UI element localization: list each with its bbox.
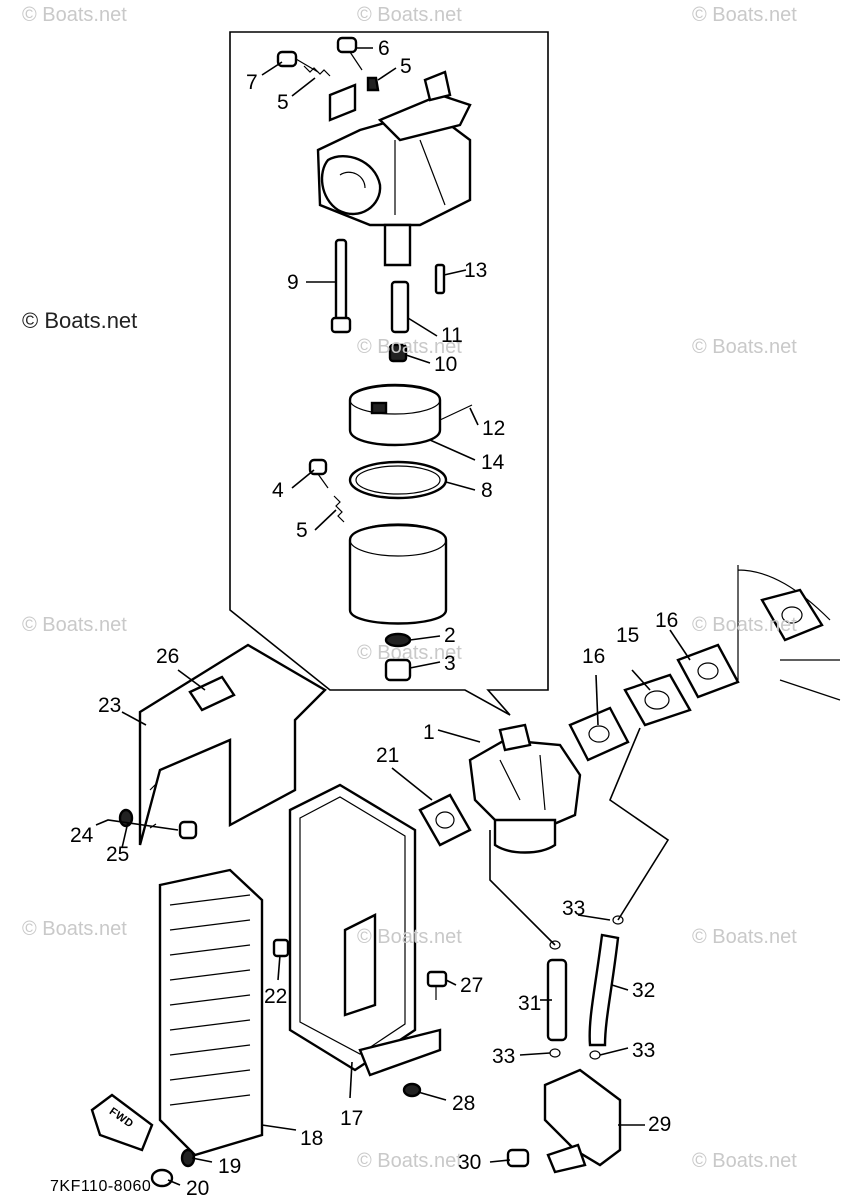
screw-7 xyxy=(276,50,319,73)
float-bowl xyxy=(348,523,448,625)
callout-25: 25 xyxy=(106,843,130,866)
main-nozzle-11 xyxy=(390,280,410,334)
gasket-21 xyxy=(418,793,472,847)
nut-28 xyxy=(402,1082,422,1098)
watermark: © Boats.net xyxy=(22,614,127,636)
watermark: © Boats.net xyxy=(692,1150,797,1172)
callout-7: 7 xyxy=(246,71,258,94)
watermark: © Boats.net xyxy=(692,4,797,26)
fwd-arrow-icon xyxy=(90,1093,154,1152)
carburetor-assembly-1 xyxy=(468,723,582,854)
callout-33-b: 33 xyxy=(492,1045,516,1068)
float-pin-12 xyxy=(439,404,473,421)
callout-26: 26 xyxy=(156,645,180,668)
callout-1: 1 xyxy=(423,721,435,744)
callout-16-a: 16 xyxy=(582,645,606,668)
watermark: © Boats.net xyxy=(692,926,797,948)
callout-27: 27 xyxy=(460,974,484,997)
screw-4 xyxy=(308,458,329,489)
watermark: © Boats.net xyxy=(22,4,127,26)
callout-30: 30 xyxy=(458,1151,482,1174)
gasket-16-a xyxy=(568,706,630,762)
gasket-8 xyxy=(348,460,448,500)
callout-28: 28 xyxy=(452,1092,476,1115)
pilot-jet-9 xyxy=(330,238,352,334)
callout-10: 10 xyxy=(434,353,458,376)
watermark: © Boats.net xyxy=(692,336,797,358)
detail-callout-frame xyxy=(229,31,549,716)
leader-lines xyxy=(95,47,691,1186)
callout-20: 20 xyxy=(186,1177,210,1200)
drain-screw-3 xyxy=(384,658,412,682)
watermark: © Boats.net xyxy=(357,642,462,664)
gasket-16-b xyxy=(676,643,740,699)
watermark-dark: © Boats.net xyxy=(22,308,138,333)
callout-23: 23 xyxy=(98,694,122,717)
callout-13: 13 xyxy=(464,259,488,282)
watermark: © Boats.net xyxy=(357,1150,462,1172)
callout-5-bottom: 5 xyxy=(296,519,308,542)
callout-33-c: 33 xyxy=(632,1039,656,1062)
watermark: © Boats.net xyxy=(22,918,127,940)
nut-20 xyxy=(150,1168,174,1188)
callout-33-a: 33 xyxy=(562,897,586,920)
diagram-code: 7KF110-8060 xyxy=(50,1178,152,1195)
callout-4: 4 xyxy=(272,479,284,502)
callout-16-b: 16 xyxy=(655,609,679,632)
spring-5-bottom xyxy=(333,495,345,523)
callout-24: 24 xyxy=(70,824,94,847)
screw-30 xyxy=(506,1148,530,1168)
callout-6: 6 xyxy=(378,37,390,60)
callout-8: 8 xyxy=(481,479,493,502)
callout-19: 19 xyxy=(218,1155,242,1178)
callout-21: 21 xyxy=(376,744,400,767)
watermark: © Boats.net xyxy=(357,926,462,948)
callout-14: 14 xyxy=(481,451,505,474)
callout-9: 9 xyxy=(287,271,299,294)
watermark: © Boats.net xyxy=(357,336,462,358)
carburetor-detail xyxy=(316,70,472,267)
engine-manifold xyxy=(737,565,841,701)
callout-15: 15 xyxy=(616,624,640,647)
screw-6 xyxy=(336,36,363,71)
float-pin-13 xyxy=(434,263,446,295)
callout-12: 12 xyxy=(482,417,506,440)
fuel-hose-32 xyxy=(588,933,620,1047)
insulator-15 xyxy=(623,673,692,727)
callout-5-left: 5 xyxy=(277,91,289,114)
callout-17: 17 xyxy=(340,1107,364,1130)
callout-3: 3 xyxy=(444,652,456,675)
callout-22: 22 xyxy=(264,985,288,1008)
callout-5-top: 5 xyxy=(400,55,412,78)
watermark: © Boats.net xyxy=(357,4,462,26)
nut-22 xyxy=(272,938,290,958)
float-14 xyxy=(348,383,442,447)
bolt-27 xyxy=(426,970,448,1000)
air-cleaner-cover-23 xyxy=(138,643,327,846)
fuel-cock-29 xyxy=(543,1068,622,1174)
callout-2: 2 xyxy=(444,624,456,647)
spring-5-top xyxy=(366,76,380,92)
callout-29: 29 xyxy=(648,1113,672,1136)
callout-11: 11 xyxy=(441,324,463,347)
spring-5-left xyxy=(303,65,331,77)
callout-18: 18 xyxy=(300,1127,324,1150)
callout-31: 31 xyxy=(518,992,542,1015)
callout-32: 32 xyxy=(632,979,656,1002)
air-cleaner-case-17 xyxy=(288,783,442,1077)
main-jet-10 xyxy=(388,343,408,363)
air-filter-element-18 xyxy=(158,868,264,1157)
watermark: © Boats.net xyxy=(692,614,797,636)
bolt-24 xyxy=(178,820,198,840)
